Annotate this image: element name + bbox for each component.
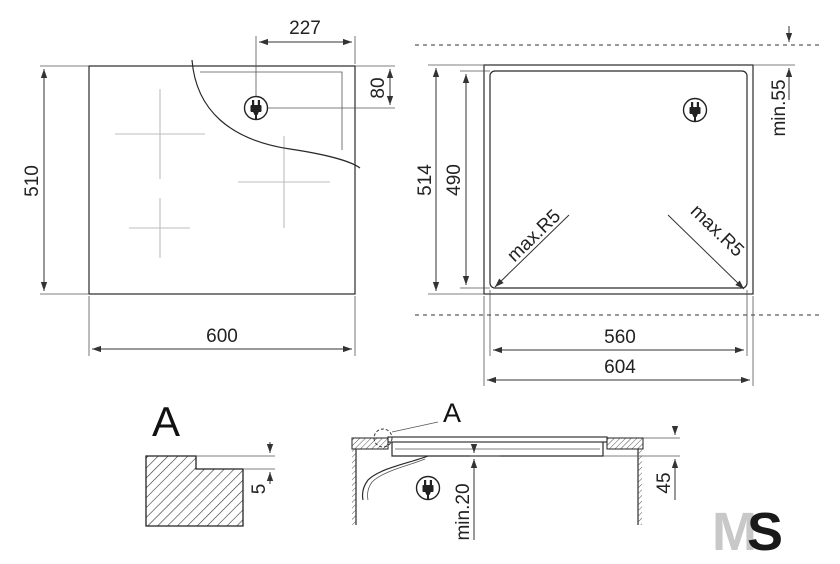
radius-right-label: max.R5: [686, 201, 748, 262]
width-dimension-label: 600: [206, 326, 238, 347]
cable-area-curve: [191, 59, 361, 169]
outer-depth-label: 514: [415, 164, 436, 196]
hob-outline: [88, 65, 356, 295]
inner-width-label: 560: [604, 327, 636, 348]
cutout-outer: [483, 64, 754, 295]
inner-depth-label: 490: [444, 164, 465, 196]
clearance-label: min.55: [769, 79, 790, 136]
detail-marker-label: A: [443, 398, 461, 428]
worktop-right: [606, 437, 644, 450]
height-label: 45: [654, 472, 675, 493]
detail-title: A: [152, 398, 180, 445]
plug-icon: [243, 95, 269, 121]
radius-right-leader: [667, 214, 745, 290]
step-label: 5: [249, 484, 270, 495]
glass-ceramic-top: [387, 436, 608, 443]
section-view: A min.20 45: [351, 398, 680, 541]
cutout-inner: [489, 70, 748, 289]
cooking-zones: [115, 89, 330, 258]
detail-a: A 5: [145, 398, 275, 527]
radius-left-label: max.R5: [503, 206, 565, 267]
logo-letter-s: S: [747, 502, 783, 562]
worktop-section-detail: [145, 455, 244, 527]
plug-offset-x-label: 227: [289, 18, 321, 39]
depth-dimension-label: 510: [22, 165, 43, 197]
plug-icon: [415, 475, 441, 501]
detail-marker-circle: [373, 428, 393, 448]
brand-logo: M S: [712, 502, 783, 562]
power-cable: [361, 455, 429, 501]
worktop-left: [351, 437, 389, 450]
cutout-view: max.R5 max.R5 514 490 min.55 560 604: [415, 26, 822, 386]
outer-width-label: 604: [604, 357, 636, 378]
cable-area-inner: [200, 71, 343, 150]
radius-left-leader: [494, 214, 570, 288]
top-view: 510 600 227 80: [22, 18, 395, 356]
gap-label: min.20: [453, 483, 474, 540]
plug-offset-y-label: 80: [368, 77, 389, 98]
logo-letter-m: M: [712, 502, 757, 562]
plug-icon: [682, 97, 708, 123]
